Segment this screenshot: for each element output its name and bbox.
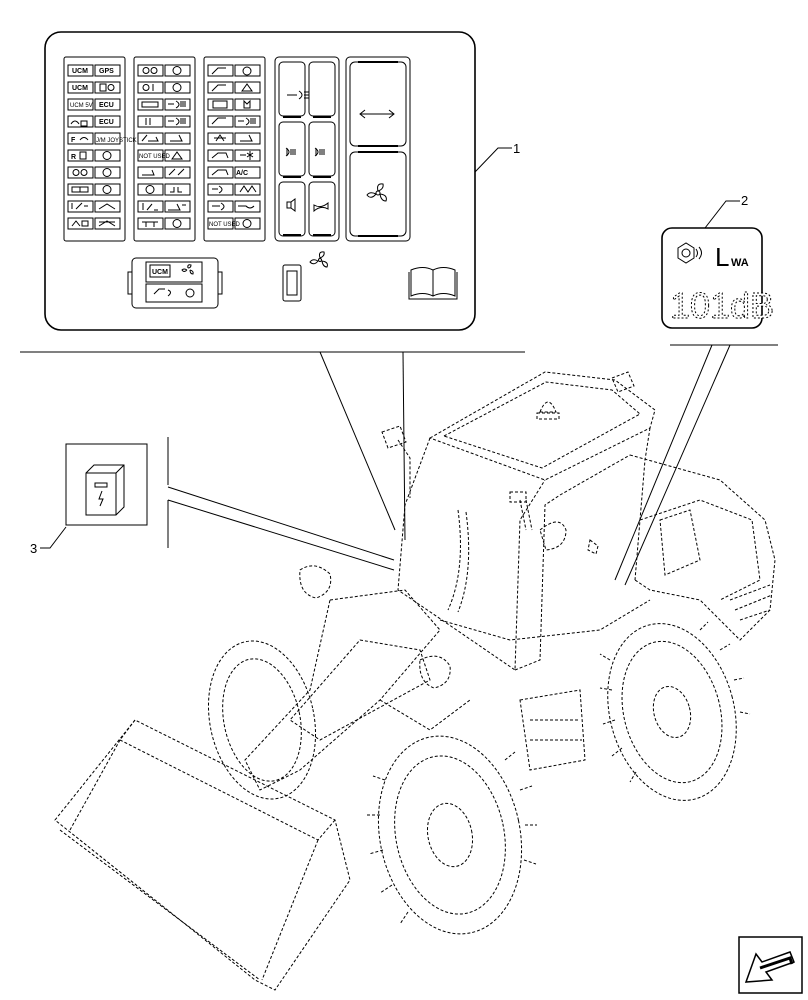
callout-1: 1 xyxy=(474,141,520,173)
fuse-label: GPS xyxy=(99,68,114,75)
not-used-label: NOT USED xyxy=(139,154,171,160)
electrical-box-icon xyxy=(65,443,148,526)
fuse-label: R xyxy=(71,154,76,161)
fuse-label: F xyxy=(71,137,76,144)
callout-number: 3 xyxy=(30,541,37,556)
fuse-column-a: UCM GPS UCM UCM 5V ECU ECU F J/M JOYSTIC… xyxy=(67,64,137,230)
next-page-arrow-icon[interactable] xyxy=(738,936,803,994)
fuse-label: UCM 5V xyxy=(70,103,93,109)
fuse-label: UCM xyxy=(72,85,88,92)
fuse-label: J/M JOYSTICK xyxy=(96,138,137,144)
fuse-relay-panel-icon: UCM GPS UCM UCM 5V ECU ECU F J/M JOYSTIC… xyxy=(44,31,476,331)
callout-3: 3 xyxy=(30,526,67,556)
callout-number: 2 xyxy=(741,193,748,208)
manual-book-icon xyxy=(408,267,458,300)
fan-icon xyxy=(366,183,387,202)
leader-lines xyxy=(20,344,778,586)
relay-label: UCM xyxy=(152,269,168,276)
sound-power-level-icon: L WA 101 dB xyxy=(661,227,775,329)
relay-column xyxy=(278,61,336,237)
callout-number: 1 xyxy=(513,141,520,156)
fan-icon xyxy=(309,251,328,268)
callout-2: 2 xyxy=(704,193,748,229)
ac-label: A/C xyxy=(236,170,248,177)
fuse-column-c: A/C NOT USED xyxy=(207,64,261,230)
wheel-loader-outline xyxy=(54,371,776,991)
lwa-letter: L xyxy=(715,242,729,272)
spare-fuse-icon xyxy=(282,264,302,302)
not-used-label: NOT USED xyxy=(209,222,241,228)
db-unit: dB xyxy=(730,285,774,326)
fuse-label: UCM xyxy=(72,68,88,75)
fuse-label: ECU xyxy=(99,119,114,126)
large-relay-column xyxy=(349,61,407,237)
fuse-label: ECU xyxy=(99,102,114,109)
fuse-column-b: NOT USED xyxy=(137,64,191,230)
lwa-subscript: WA xyxy=(731,257,749,269)
db-value: 101 xyxy=(670,285,730,326)
relay-holder: UCM xyxy=(127,257,223,309)
